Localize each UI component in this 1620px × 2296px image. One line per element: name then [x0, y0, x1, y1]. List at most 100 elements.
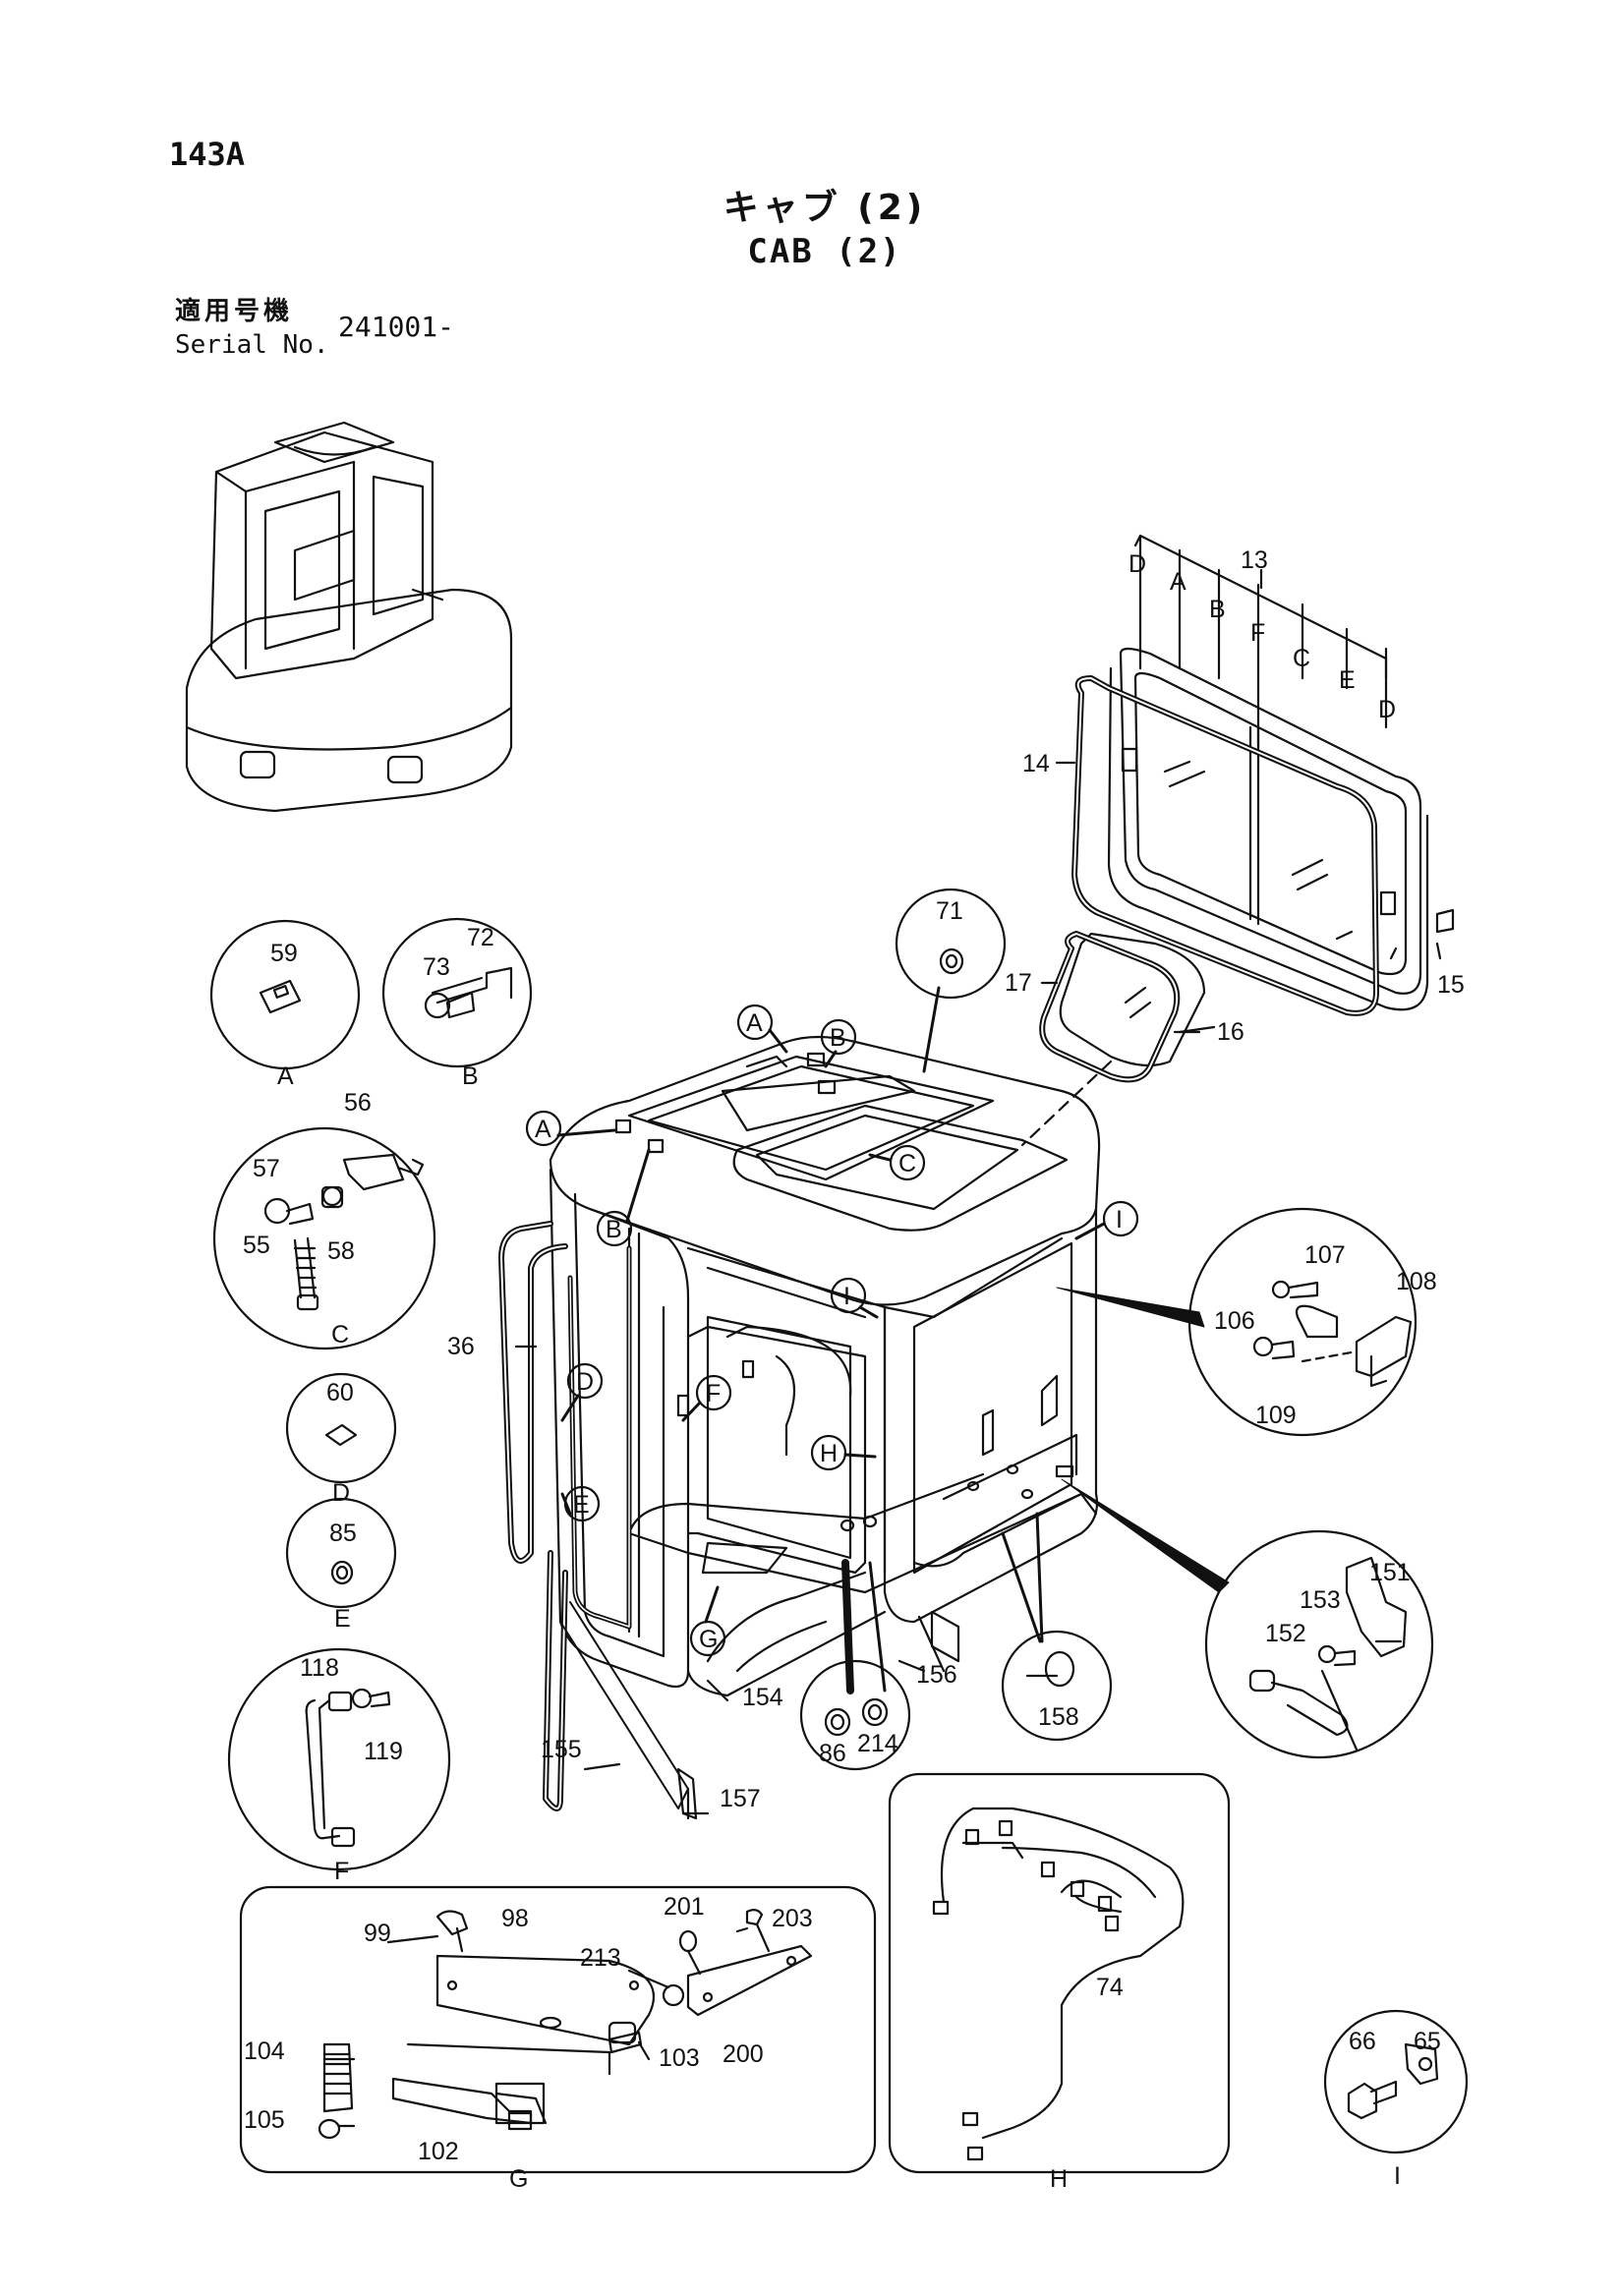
part-label-57: 57 [253, 1155, 280, 1182]
part-label-65: 65 [1414, 2028, 1441, 2055]
detail-circle-latch [1204, 1529, 1434, 1759]
part-label-214: 214 [857, 1730, 898, 1757]
window-letter-label: B [1209, 596, 1226, 623]
cab-frame [549, 1035, 1101, 1697]
part-label-155: 155 [541, 1736, 582, 1763]
part-label-58: 58 [327, 1237, 355, 1265]
serial-label-japanese: 適用号機 [175, 297, 294, 326]
callout-letter-C: C [331, 1321, 349, 1349]
window-assembly [1055, 534, 1455, 1016]
callout-letter-B: B [462, 1062, 479, 1090]
part-label-73: 73 [423, 953, 450, 981]
cab-marker: I [843, 1283, 850, 1310]
part-label-72: 72 [467, 924, 494, 951]
window-letter-label: D [1128, 550, 1146, 578]
cab-marker: F [706, 1380, 721, 1407]
cab-overview-illustration [185, 421, 513, 813]
detail-circle-top-seal [895, 888, 1007, 1000]
part-label-119: 119 [364, 1738, 403, 1765]
serial-value: 241001- [338, 311, 455, 343]
detail-circle-E [285, 1497, 397, 1609]
part-label-13: 13 [1241, 546, 1268, 574]
part-label-59: 59 [270, 940, 298, 967]
part-label-213: 213 [580, 1944, 621, 1972]
cab-marker: A [746, 1009, 763, 1037]
part-label-109: 109 [1255, 1402, 1297, 1429]
detail-circle-hinge [1187, 1207, 1418, 1437]
cab-marker: G [699, 1626, 718, 1653]
detail-circle-I [1323, 2009, 1469, 2154]
part-label-153: 153 [1300, 1586, 1341, 1614]
part-label-152: 152 [1265, 1620, 1306, 1647]
part-label-99: 99 [364, 1920, 391, 1947]
cab-marker: H [820, 1440, 838, 1467]
window-letter-label: F [1250, 619, 1265, 647]
detail-circle-B [381, 917, 533, 1068]
part-label-14: 14 [1022, 750, 1050, 777]
cab-markers: A B A B C I I D F H E G [525, 1004, 1139, 1657]
callout-letter-D: D [332, 1479, 350, 1507]
part-label-200: 200 [723, 2040, 764, 2068]
part-labels: D A B F C E D 13 14 15 16 17 36 154 155 … [243, 546, 1465, 2193]
callout-letter-G: G [509, 2165, 528, 2193]
part-label-157: 157 [720, 1785, 761, 1812]
part-label-56: 56 [344, 1089, 372, 1117]
part-label-15: 15 [1437, 971, 1465, 999]
part-label-17: 17 [1005, 969, 1032, 997]
cab-marker: E [573, 1491, 590, 1519]
part-label-154: 154 [742, 1684, 783, 1711]
cab-marker: D [576, 1368, 594, 1396]
label-leaders [322, 568, 1359, 2128]
part-label-151: 151 [1369, 1559, 1411, 1586]
part-label-71: 71 [936, 897, 963, 925]
detail-circle-D [285, 1372, 397, 1484]
detail-circle-A [209, 919, 361, 1070]
detail-box-H [888, 1772, 1231, 2174]
detail-circle-grommet [1001, 1630, 1113, 1742]
callout-letter-E: E [334, 1605, 351, 1633]
part-label-55: 55 [243, 1232, 270, 1259]
part-label-16: 16 [1217, 1018, 1244, 1046]
part-label-85: 85 [329, 1520, 357, 1547]
part-label-118: 118 [300, 1654, 339, 1682]
page-title-japanese: キャブ (2) [723, 188, 927, 228]
part-label-103: 103 [659, 2044, 700, 2072]
cab-marker: A [535, 1116, 551, 1143]
leader-lines [706, 986, 1230, 1702]
callout-letter-F: F [334, 1858, 349, 1885]
part-label-86: 86 [819, 1740, 846, 1767]
page-title: CAB (2) [747, 232, 902, 271]
window-letter-label: A [1170, 568, 1186, 596]
part-label-203: 203 [772, 1905, 813, 1932]
part-label-98: 98 [501, 1905, 529, 1932]
door-seal [498, 1221, 698, 1820]
cab-marker: I [1116, 1206, 1123, 1234]
part-label-36: 36 [447, 1333, 475, 1360]
part-label-156: 156 [916, 1661, 957, 1689]
detail-circle-C [212, 1126, 436, 1350]
detail-circle-floor-nuts [799, 1659, 911, 1771]
serial-label: Serial No. [175, 330, 329, 360]
part-label-66: 66 [1349, 2028, 1376, 2055]
cab-marker: B [830, 1024, 846, 1052]
part-label-107: 107 [1304, 1241, 1346, 1269]
roof-glass-assembly [1020, 931, 1206, 1147]
part-label-102: 102 [418, 2138, 459, 2165]
part-label-74: 74 [1096, 1974, 1124, 2001]
part-label-105: 105 [244, 2106, 285, 2134]
detail-circle-F [227, 1647, 451, 1871]
part-label-60: 60 [326, 1379, 354, 1406]
window-letter-label: C [1293, 645, 1310, 672]
window-letter-label: D [1378, 696, 1396, 723]
part-label-104: 104 [244, 2038, 285, 2065]
cab-marker: B [606, 1216, 622, 1243]
cab-marker: C [898, 1150, 916, 1177]
page-number: 143A [169, 136, 246, 173]
callout-letter-H: H [1050, 2165, 1068, 2193]
part-label-201: 201 [664, 1893, 705, 1921]
callout-letter-I: I [1394, 2162, 1401, 2190]
part-label-158: 158 [1038, 1703, 1079, 1731]
window-letter-label: E [1339, 666, 1356, 694]
part-label-106: 106 [1214, 1307, 1255, 1335]
